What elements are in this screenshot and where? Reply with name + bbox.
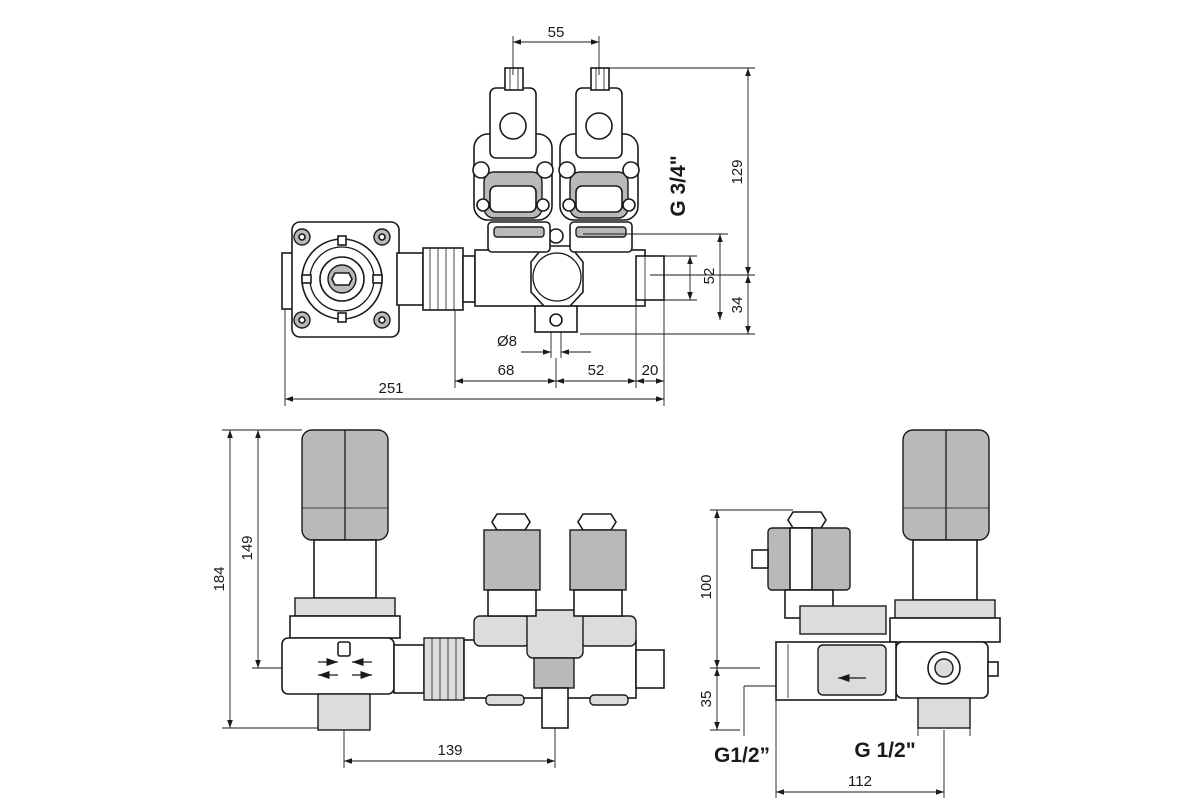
dim-55: 55 xyxy=(548,24,565,41)
top-view-union xyxy=(396,247,476,311)
thread-g34: G 3/4" xyxy=(667,155,690,216)
front-view-dimensions: 184 149 139 xyxy=(211,429,556,768)
dim-184: 184 xyxy=(211,566,228,591)
dim-35: 35 xyxy=(698,691,715,708)
dim-52-right: 52 xyxy=(701,268,718,285)
side-view-dimensions: 100 35 G1/2” G 1/2" 112 xyxy=(698,509,971,798)
front-view-manifold xyxy=(463,609,665,729)
dim-34: 34 xyxy=(729,297,746,314)
front-view-solenoid-left xyxy=(483,513,541,617)
dim-129: 129 xyxy=(729,159,746,184)
thread-g12-left: G1/2” xyxy=(714,744,770,767)
dim-251: 251 xyxy=(378,380,403,397)
dim-dia8: Ø8 xyxy=(497,333,517,350)
side-view: 100 35 G1/2” G 1/2" 112 xyxy=(698,429,1001,798)
top-view: 55 129 52 34 G 3/4" Ø8 xyxy=(281,24,755,406)
dim-52-bottom: 52 xyxy=(588,362,605,379)
dim-100: 100 xyxy=(698,574,715,599)
dim-20: 20 xyxy=(642,362,659,379)
thread-g12-right: G 1/2" xyxy=(854,739,915,762)
side-view-solenoid xyxy=(751,511,897,701)
front-view: 184 149 139 xyxy=(211,429,665,768)
top-view-outlet xyxy=(635,255,665,301)
dim-112: 112 xyxy=(848,773,872,790)
dim-139: 139 xyxy=(437,742,462,759)
side-view-regulator-knob xyxy=(889,429,1001,729)
top-view-hex xyxy=(530,228,584,307)
front-view-solenoid-right xyxy=(569,513,627,617)
front-view-union xyxy=(393,637,465,701)
top-view-solenoid-right xyxy=(558,67,640,253)
top-view-dimensions: 55 129 52 34 G 3/4" Ø8 xyxy=(284,24,755,406)
dim-149: 149 xyxy=(239,535,256,560)
top-view-flange xyxy=(281,221,400,338)
front-view-regulator-knob xyxy=(281,429,401,731)
dim-68: 68 xyxy=(498,362,515,379)
top-view-solenoid-left xyxy=(472,67,554,253)
